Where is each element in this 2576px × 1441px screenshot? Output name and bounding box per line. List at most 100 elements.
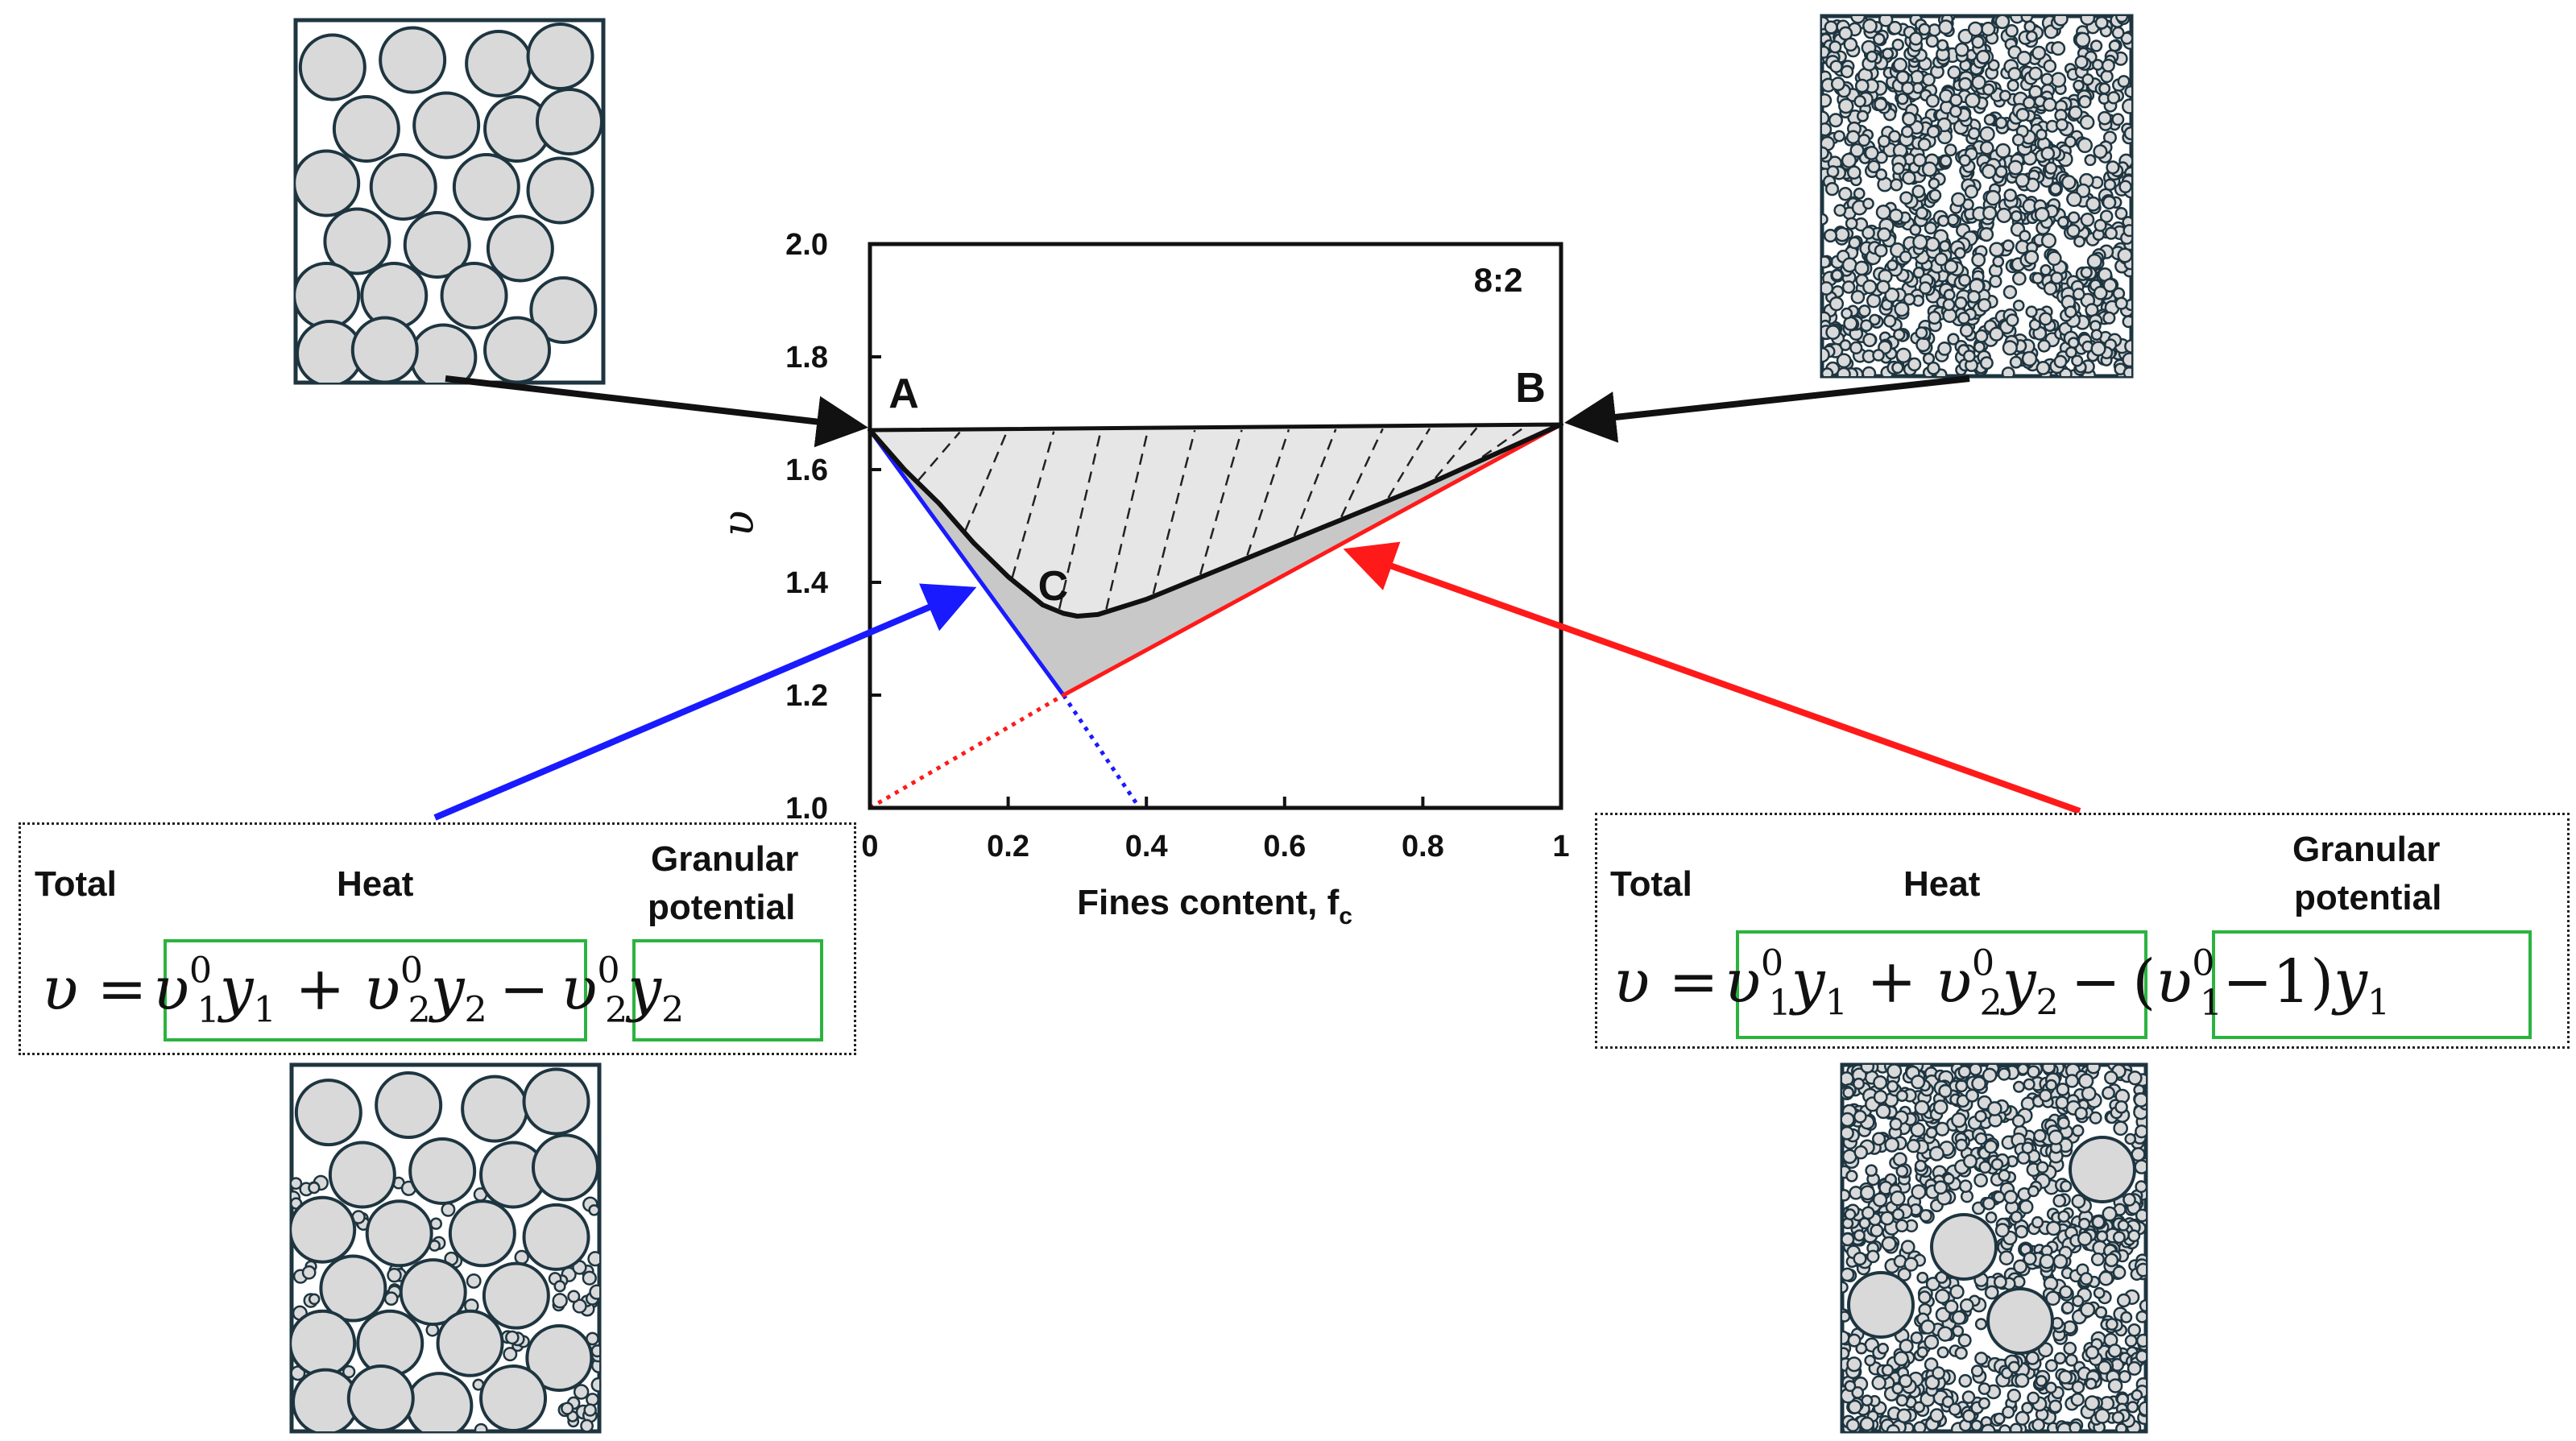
fine-particle — [1881, 1364, 1895, 1377]
fine-particle — [1893, 1351, 1909, 1367]
fine-particle — [1892, 57, 1908, 72]
left-granular-box — [632, 939, 823, 1041]
fine-particle — [1847, 1333, 1862, 1348]
coarse-particle — [296, 149, 361, 217]
fine-particle — [2089, 39, 2103, 52]
fine-particle — [1891, 361, 1904, 375]
fine-particle — [2135, 1180, 2146, 1194]
fine-particle — [1901, 81, 1915, 95]
fine-particle — [1959, 323, 1974, 337]
fine-particle — [2023, 1251, 2037, 1266]
fine-particle — [2106, 91, 2121, 105]
fine-particle — [1840, 64, 1854, 79]
fine-particle — [1895, 1165, 1909, 1178]
fine-particle — [1866, 1249, 1880, 1264]
fine-particle — [2010, 1211, 2023, 1224]
fine-particle — [1860, 1185, 1875, 1201]
fine-particle — [1914, 1099, 1930, 1116]
coarse-particle — [525, 1324, 594, 1392]
fine-particle — [1964, 184, 1979, 199]
fine-particle — [1845, 1418, 1860, 1431]
fine-particle — [1891, 162, 1905, 176]
fine-particle — [1924, 1357, 1939, 1372]
fine-particle — [1928, 177, 1940, 190]
fine-particle — [1834, 226, 1850, 242]
fine-particle — [1853, 1109, 1867, 1124]
fine-particle — [2069, 1421, 2082, 1431]
fine-particle — [2073, 235, 2085, 248]
fine-particle — [1866, 50, 1878, 63]
fine-particle — [1822, 367, 1834, 376]
fine-particle — [2080, 1302, 2096, 1318]
fine-particle — [1829, 60, 1843, 73]
coarse-particle — [332, 95, 400, 163]
fine-particle — [1989, 275, 2002, 288]
fine-particle — [2039, 312, 2053, 326]
coarse-particle — [298, 33, 367, 101]
fine-particle — [1908, 31, 1924, 46]
hatch-line — [1340, 428, 1384, 518]
fine-particle — [2040, 146, 2056, 161]
fine-particle — [1979, 126, 1995, 143]
fine-particle — [1907, 357, 1922, 372]
fine-particle — [1854, 78, 1870, 93]
fine-particle — [2118, 180, 2131, 193]
fine-particle — [1983, 1139, 1998, 1154]
fine-particle — [1843, 37, 1858, 52]
fine-particle — [1974, 1318, 1987, 1331]
fine-particle — [1853, 1145, 1868, 1160]
fine-particle — [1848, 236, 1862, 250]
fine-particle — [1915, 337, 1931, 353]
fine-particle — [1912, 234, 1928, 251]
fine-particle — [2033, 1128, 2047, 1143]
fine-particle — [2053, 354, 2068, 369]
fine-particle — [1974, 1110, 1987, 1123]
fine-particle — [2085, 196, 2101, 212]
fine-particle — [1844, 1208, 1857, 1221]
fine-particle — [1857, 304, 1871, 318]
fine-particle — [2013, 1259, 2028, 1274]
fine-particle — [1896, 1408, 1912, 1424]
fine-particle — [1902, 111, 1917, 126]
fine-particle — [2066, 223, 2081, 238]
coarse-particle — [399, 1258, 467, 1327]
fine-particle — [2080, 213, 2095, 227]
fine-particle — [1822, 255, 1832, 269]
fine-particle — [2040, 72, 2054, 86]
fine-particle — [2113, 1120, 2128, 1137]
fine-particle — [1841, 307, 1853, 320]
fine-particle — [588, 1204, 599, 1216]
x-tick-label: 0 — [861, 830, 878, 863]
right-heat-box — [1736, 930, 2147, 1039]
coarse-particle — [350, 316, 419, 383]
fine-particle — [1842, 1232, 1855, 1247]
fine-particle — [2094, 1408, 2110, 1424]
coarse-particle — [346, 1364, 415, 1431]
fine-particle — [1839, 339, 1852, 351]
fine-particle — [2044, 1381, 2057, 1394]
fine-particle — [2116, 1293, 2131, 1308]
fine-particle — [2103, 178, 2117, 192]
fine-particle — [2007, 1360, 2021, 1373]
fine-particle — [1886, 1065, 1903, 1079]
fine-particle — [1862, 333, 1877, 348]
hatch-line — [1387, 428, 1431, 499]
fine-particle — [1951, 1310, 1967, 1325]
shaded-region — [870, 424, 1561, 695]
fine-particle — [1909, 223, 1922, 236]
coarse-particle — [412, 91, 481, 159]
fine-particle — [1884, 287, 1900, 303]
fine-particle — [2023, 96, 2036, 110]
fine-particle — [2012, 1080, 2025, 1093]
fine-particle — [2089, 1111, 2102, 1124]
fine-particle — [1857, 134, 1871, 147]
coarse-particle — [486, 214, 554, 283]
fine-particle — [1828, 40, 1842, 54]
fine-particle — [2064, 305, 2077, 319]
fine-particle — [2104, 226, 2118, 240]
y-tick-label: 1.2 — [785, 679, 828, 713]
coarse-particle — [461, 1075, 529, 1143]
fine-particle — [2115, 16, 2129, 23]
fine-particle — [387, 1267, 402, 1283]
fine-particle — [2021, 1141, 2034, 1154]
